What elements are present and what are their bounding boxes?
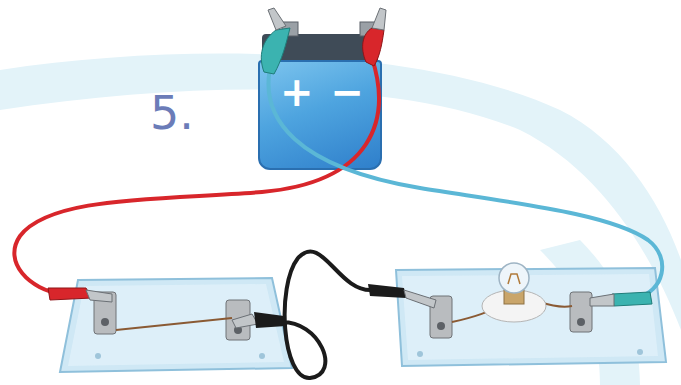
alligator-clip — [368, 284, 406, 298]
alligator-clip — [363, 28, 384, 66]
board-shine — [402, 274, 658, 360]
alligator-clip — [261, 28, 290, 74]
metal-holder — [570, 292, 592, 332]
terminal-sign: + — [280, 72, 314, 112]
test-wire — [116, 318, 232, 330]
bulb-filament — [508, 274, 520, 284]
red-wire — [14, 58, 379, 294]
board-hole — [417, 351, 423, 357]
black-wire — [280, 251, 372, 378]
alligator-clip — [48, 288, 92, 300]
metal-holder — [94, 292, 116, 334]
clip-jaw — [232, 314, 258, 328]
bulb-holder — [482, 290, 546, 322]
metal-holder — [430, 296, 452, 338]
screw — [234, 326, 242, 334]
board-shine — [68, 284, 284, 366]
clip-jaw — [86, 290, 112, 302]
board-hole — [259, 353, 265, 359]
clip-jaw — [590, 294, 614, 306]
screw — [577, 318, 585, 326]
alligator-clip — [612, 292, 652, 306]
screw — [437, 322, 445, 330]
battery-terminal — [360, 22, 376, 36]
circuit-board — [396, 268, 666, 366]
clip-jaw — [372, 8, 386, 30]
circuit-board — [60, 278, 292, 372]
screw — [101, 318, 109, 326]
terminal-sign: − — [330, 72, 364, 112]
battery-terminal — [282, 22, 298, 36]
clip-jaw — [404, 290, 436, 308]
metal-holder — [226, 300, 250, 340]
board-hole — [637, 349, 643, 355]
alligator-clip — [254, 312, 286, 328]
blue-wire — [269, 60, 663, 298]
board-hole — [95, 353, 101, 359]
callout-number: 5. — [150, 90, 194, 136]
battery-body: +− — [258, 60, 382, 170]
bulb-glass — [499, 263, 529, 293]
clip-jaw — [268, 8, 286, 30]
